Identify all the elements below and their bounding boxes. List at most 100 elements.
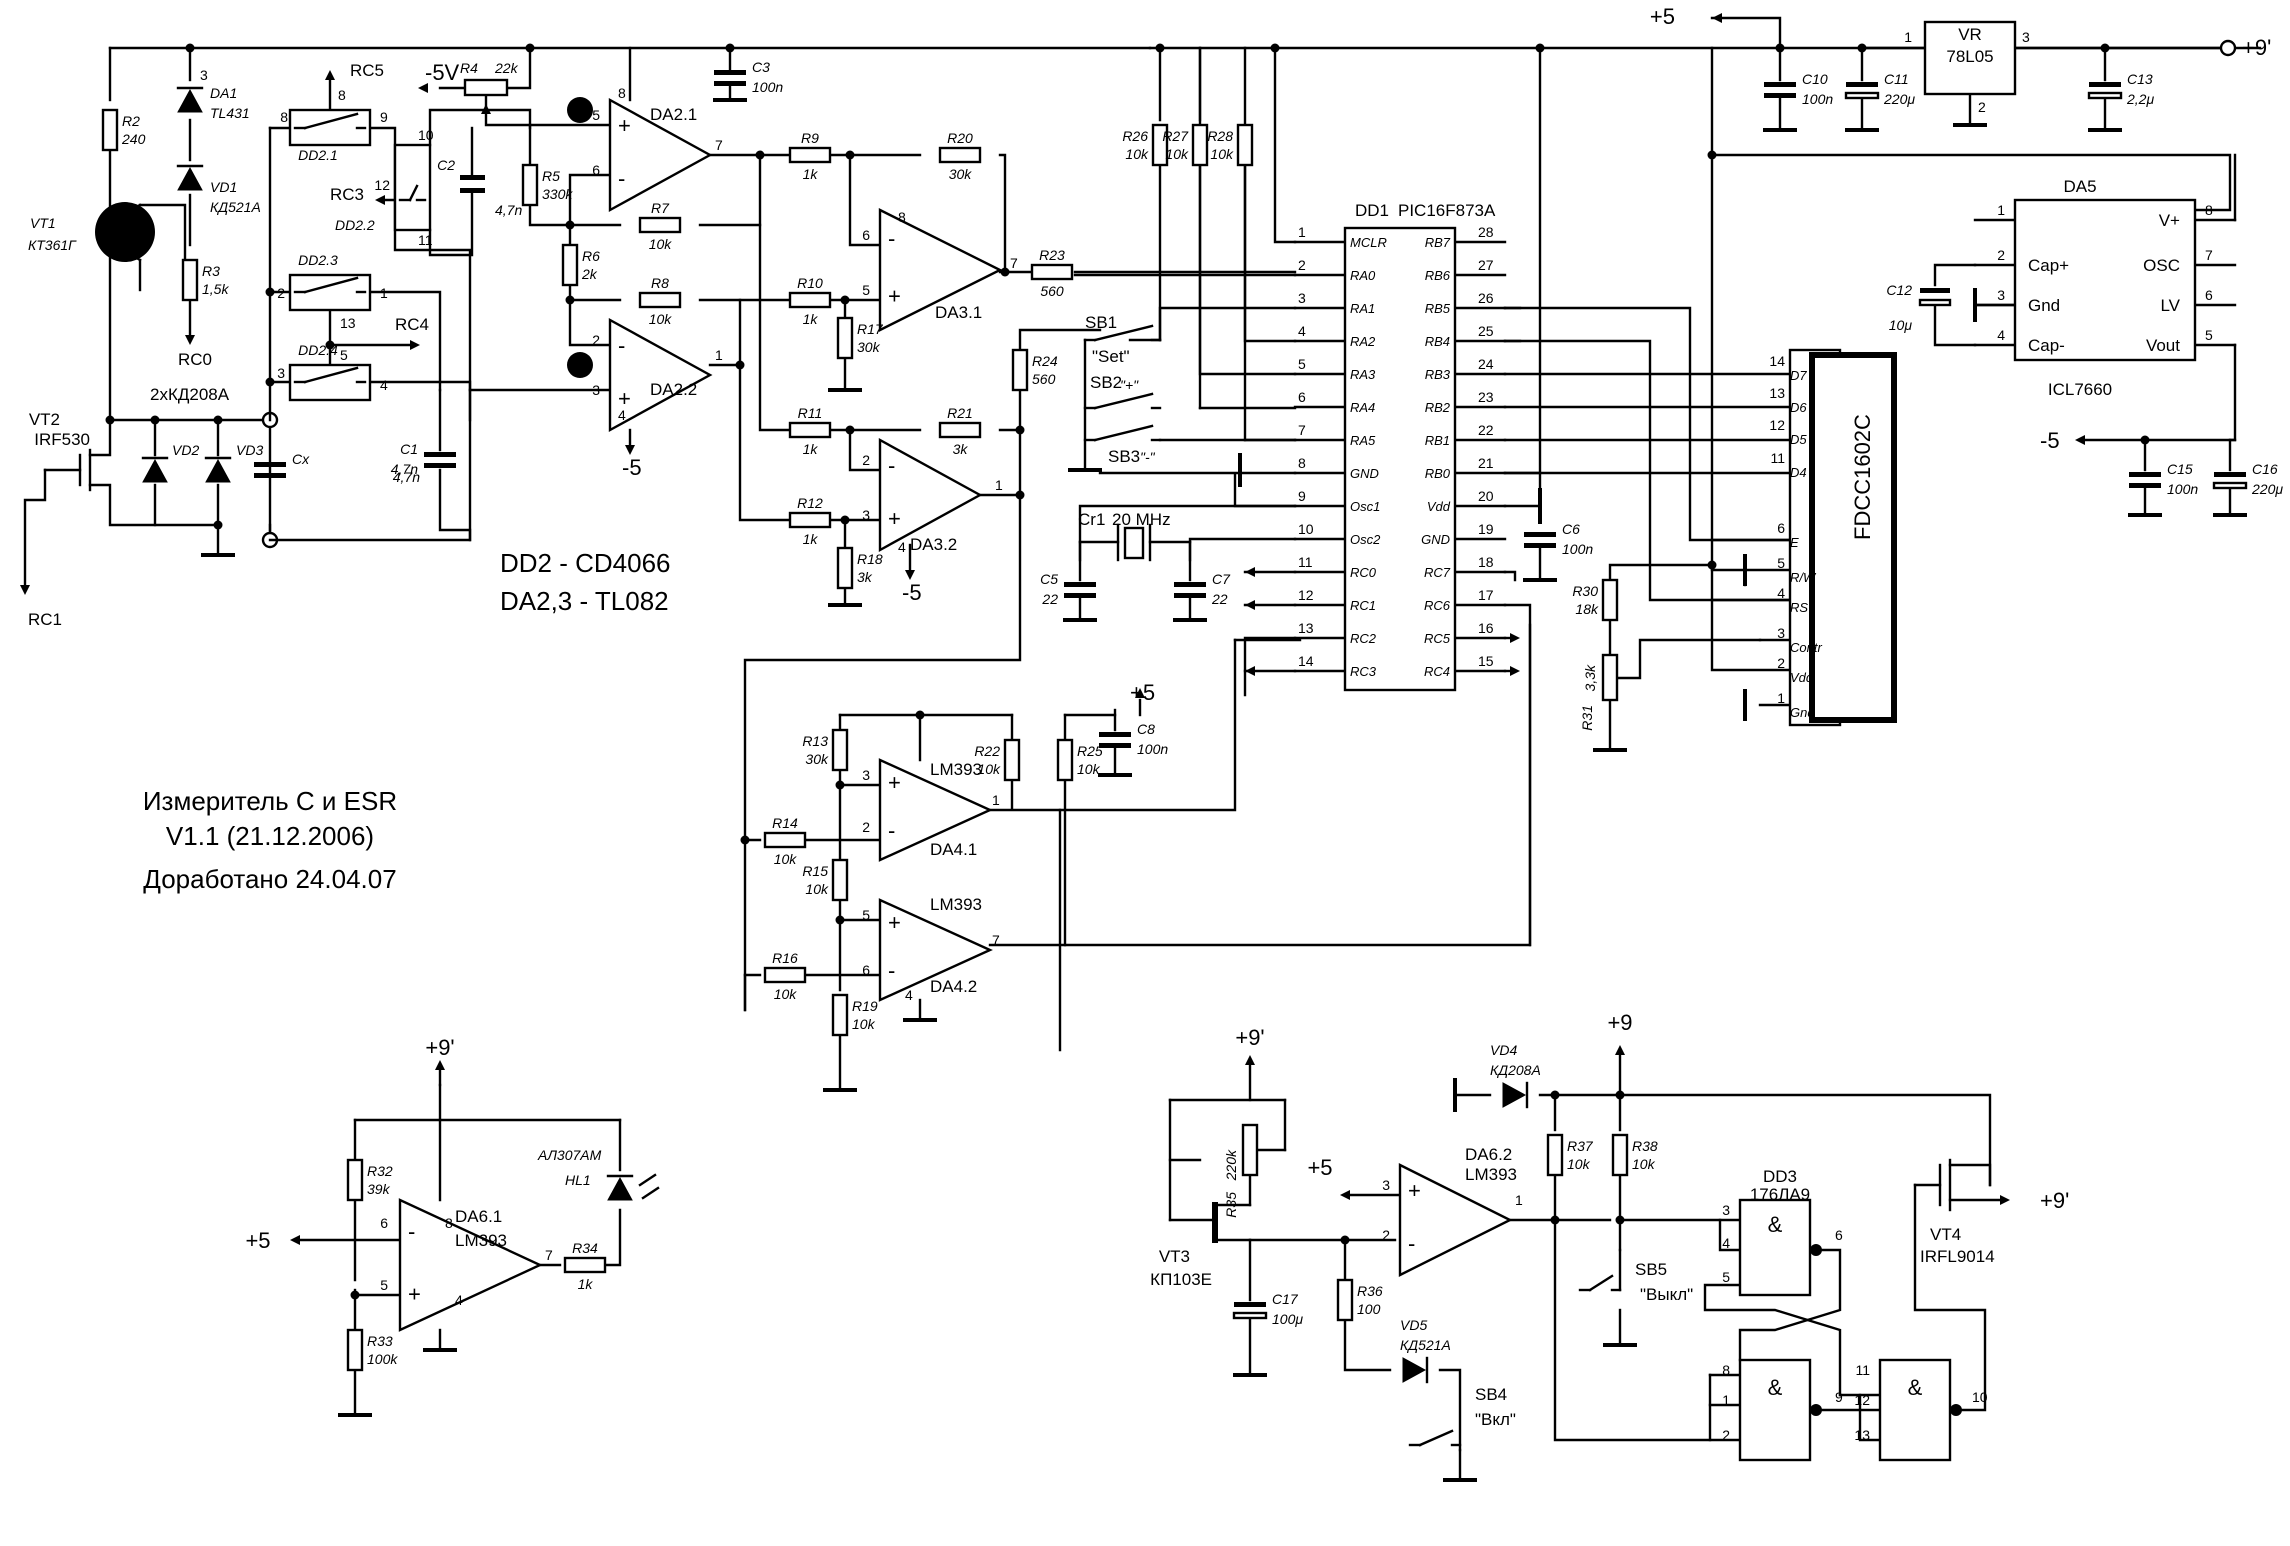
pin-number: 3 [592,382,600,398]
vd1-diode [177,166,203,191]
pin-number: 1 [995,477,1003,493]
c17-plate [1232,1311,1268,1320]
pin-number: 13 [1854,1427,1870,1443]
mcu-left-pin-name: RA3 [1350,367,1376,382]
da62-label: DA6.2 [1465,1145,1512,1164]
vr-ref: VR [1958,25,1982,44]
da5-part: ICL7660 [2048,380,2112,399]
r37-ref: R37 [1567,1138,1594,1154]
vd4-ref: VD4 [1490,1042,1517,1058]
c15-ref: C15 [2167,461,2193,477]
c16-ref: C16 [2252,461,2278,477]
junction-dot [350,1290,360,1300]
da31 [878,208,1003,332]
da31-label: DA3.1 [935,303,982,322]
junction-dot [1535,43,1545,53]
r38-resistor [1611,1133,1629,1177]
dd1-part: PIC16F873A [1398,201,1496,220]
junction-dot [835,780,845,790]
rc4-label: RC4 [395,315,429,334]
cr1-crystal [1123,526,1145,560]
da61-label: DA6.1 [455,1207,502,1226]
lcd-pin-name: R/W [1790,570,1817,585]
r7-ref: R7 [651,200,670,216]
r27-ref: R27 [1162,128,1189,144]
wire [1933,263,1977,287]
r9-resistor [788,146,832,164]
wire [428,228,472,257]
mcu-left-pin-name: MCLR [1350,235,1387,250]
plus5-label: +5 [1650,4,1675,29]
vd23-label: 2хКД208А [150,385,230,404]
dd3-ref: DD3 [1763,1167,1797,1186]
mcu-right-pin-number: 24 [1478,356,1494,372]
da62-plus5: +5 [1307,1155,1332,1180]
r21-resistor [938,421,982,439]
junction-dot [1707,150,1717,160]
wire [743,493,1022,1012]
c12-value: 10μ [1889,317,1913,333]
pin-number: 1 [715,347,723,363]
pin-number: 4 [618,407,626,423]
pin-number: 8 [618,85,626,101]
dd3-gate-1 [1738,1198,1812,1297]
r20-resistor [938,146,982,164]
mcu-right-pin-number: 25 [1478,323,1494,339]
pin-number: 2 [1382,1227,1390,1243]
wire [1198,46,1297,376]
wire [838,768,882,787]
pin-number: 6 [862,962,870,978]
wire [738,363,792,522]
pin-number: 8 [898,209,906,225]
sb3-text: "-" [1140,449,1156,465]
c13-ref: C13 [2127,71,2153,87]
c8-ref: C8 [1137,721,1155,737]
mcu-left-pin-number: 5 [1298,356,1306,372]
mcu-left-pin-name: RC3 [1350,664,1377,679]
mcu-left-pin-number: 1 [1298,224,1306,240]
wire [368,380,472,422]
vd4-diode [1502,1082,1527,1108]
pin-number: 5 [592,107,600,123]
c12-ref: C12 [1886,282,1912,298]
wire [1913,1183,1987,1412]
vd5-ref: VD5 [1400,1317,1427,1333]
pin-number: 5 [1722,1269,1730,1285]
cx-plate [254,473,286,478]
r28-resistor [1236,123,1254,167]
dd3-gate-3 [1878,1358,1952,1462]
wire [1933,303,1977,347]
r8-resistor [638,291,682,309]
r8-ref: R8 [651,275,669,291]
r32-value: 39k [367,1181,391,1197]
da21-sign: - [618,166,625,191]
wire [1710,153,2232,212]
hl1-ref: HL1 [565,1172,591,1188]
icl-right-pin-number: 8 [2205,202,2213,218]
wire [1538,1093,1992,1187]
mcu-left-pin-number: 9 [1298,488,1306,504]
wire [568,173,612,227]
r13-resistor [831,728,849,772]
r11-value: 1k [803,441,819,457]
pwr-plus9: +9 [1607,1010,1632,1035]
wire [1503,46,1542,475]
pin-number: 5 [380,1277,388,1293]
da1-ref: DA1 [210,85,237,101]
junction-dot [840,515,850,525]
mcu-left-pin-number: 4 [1298,323,1306,339]
r36-value: 100 [1357,1301,1381,1317]
lcd-pin-number: 2 [1777,655,1785,671]
r5-resistor [521,163,539,207]
pin-number: 5 [862,907,870,923]
c5-value: 22 [1041,591,1058,607]
icl-right-pin-number: 5 [2205,327,2213,343]
pin-number: 6 [592,162,600,178]
revised-note: Доработано 24.04.07 [143,864,396,894]
junction-dot [213,520,223,530]
lcd-pin-name: D6 [1790,400,1807,415]
r11-ref: R11 [798,405,823,421]
pin-number: 12 [1854,1392,1870,1408]
c11-plate [1844,91,1880,100]
